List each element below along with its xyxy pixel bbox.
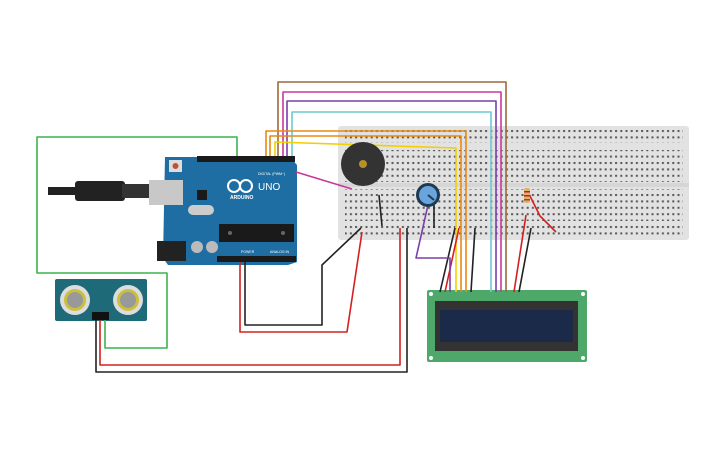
wire-red (444, 227, 460, 293)
wire-orange (265, 130, 467, 292)
wires[interactable] (36, 81, 557, 373)
resistor[interactable] (524, 188, 530, 203)
crystal (188, 205, 214, 215)
terminal-strip-bottom[interactable] (345, 189, 683, 221)
digital-header[interactable] (197, 156, 295, 162)
wire-brown (277, 81, 507, 292)
lcd-screen (440, 310, 573, 342)
wire-magenta (295, 171, 353, 190)
bottom-power-rail[interactable] (345, 223, 683, 236)
wire-red (239, 231, 363, 333)
wire-magenta (282, 91, 502, 292)
capacitor (191, 241, 203, 253)
wire-black (439, 227, 456, 293)
ultrasonic-sensor[interactable] (55, 279, 147, 321)
wire-purple (286, 100, 497, 292)
arduino-uno[interactable]: ARDUINO UNO DIGITAL (PWM~) POWER ANALOG … (149, 156, 297, 265)
wire-red (526, 189, 557, 233)
model-label: UNO (258, 182, 280, 193)
analog-label: ANALOG IN (270, 250, 290, 254)
wire-orange (269, 135, 462, 292)
wire-red (513, 214, 527, 293)
wire-black (95, 228, 408, 373)
lcd-16x2[interactable] (427, 290, 587, 362)
power-label: POWER (241, 250, 255, 254)
terminal-strip-top[interactable] (345, 150, 683, 182)
wire-black (518, 227, 532, 293)
wire-black (244, 227, 362, 326)
wire-black (470, 227, 476, 293)
usb-cable (48, 181, 152, 201)
wire-green (36, 136, 238, 349)
atmega-chip (219, 224, 294, 242)
digital-label: DIGITAL (PWM~) (258, 172, 285, 176)
sensor-pins[interactable] (92, 312, 109, 320)
piezo-buzzer[interactable] (341, 142, 385, 186)
breadboard[interactable] (338, 126, 689, 240)
wire-cyan (291, 111, 492, 292)
center-channel (338, 183, 689, 187)
power-analog-header[interactable] (217, 256, 296, 262)
wire-black (378, 194, 383, 227)
brand-label: ARDUINO (230, 195, 253, 201)
potentiometer[interactable] (416, 183, 440, 207)
capacitor (206, 241, 218, 253)
power-jack (157, 241, 186, 261)
top-power-rail[interactable] (345, 130, 683, 143)
wire-purple (415, 204, 451, 292)
wire-red (99, 228, 401, 366)
usb-port (149, 180, 183, 205)
